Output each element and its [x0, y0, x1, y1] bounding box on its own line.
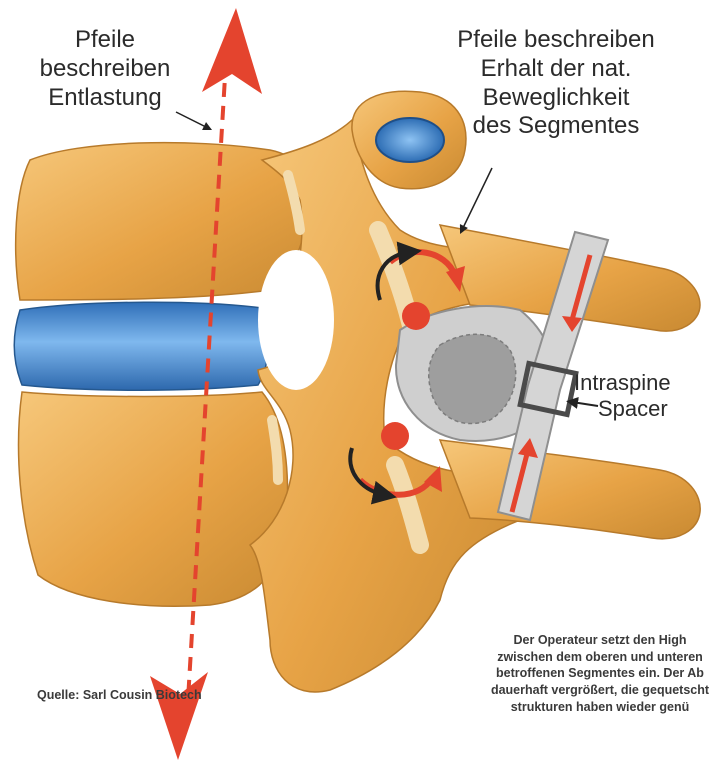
- lower-vertebral-body: [19, 392, 288, 606]
- caption-line: Der Operateur setzt den High: [450, 632, 709, 649]
- label-unloading-line: Entlastung: [30, 84, 180, 113]
- label-spacer-line: Spacer: [574, 396, 709, 422]
- label-mobility: Pfeile beschreiben Erhalt der nat. Beweg…: [420, 26, 692, 141]
- pivot-point-lower: [381, 422, 409, 450]
- label-unloading-line: Pfeile: [30, 26, 180, 55]
- spinal-canal: [258, 250, 334, 390]
- label-mobility-line: Pfeile beschreiben: [420, 26, 692, 55]
- unloading-arrow-down-icon: [150, 672, 208, 760]
- pedicle-ligament-lower: [272, 420, 278, 480]
- label-spacer-line: Intraspine: [574, 370, 709, 396]
- caption-line: zwischen dem oberen und unteren: [450, 649, 709, 666]
- label-mobility-line: des Segmentes: [420, 112, 692, 141]
- caption-line: betroffenen Segmentes ein. Der Ab: [450, 665, 709, 682]
- label-mobility-line: Beweglichkeit: [420, 84, 692, 113]
- caption-line: dauerhaft vergrößert, die gequetscht: [450, 682, 709, 699]
- label-unloading: Pfeile beschreiben Entlastung: [30, 26, 180, 112]
- caption-line: strukturen haben wieder genü: [450, 699, 709, 716]
- leader-line-unloading: [176, 112, 208, 128]
- label-mobility-line: Erhalt der nat.: [420, 55, 692, 84]
- label-spacer: Intraspine Spacer: [574, 370, 709, 423]
- upper-vertebral-body: [16, 143, 309, 300]
- pivot-point-upper: [402, 302, 430, 330]
- source-credit: Quelle: Sarl Cousin Biotech: [37, 688, 202, 703]
- label-unloading-line: beschreiben: [30, 55, 180, 84]
- caption-text: Der Operateur setzt den High zwischen de…: [450, 632, 709, 715]
- spacer-core: [429, 334, 516, 423]
- leader-line-mobility: [462, 168, 492, 230]
- unloading-arrow-up-icon: [202, 8, 262, 94]
- intervertebral-disc: [14, 302, 268, 390]
